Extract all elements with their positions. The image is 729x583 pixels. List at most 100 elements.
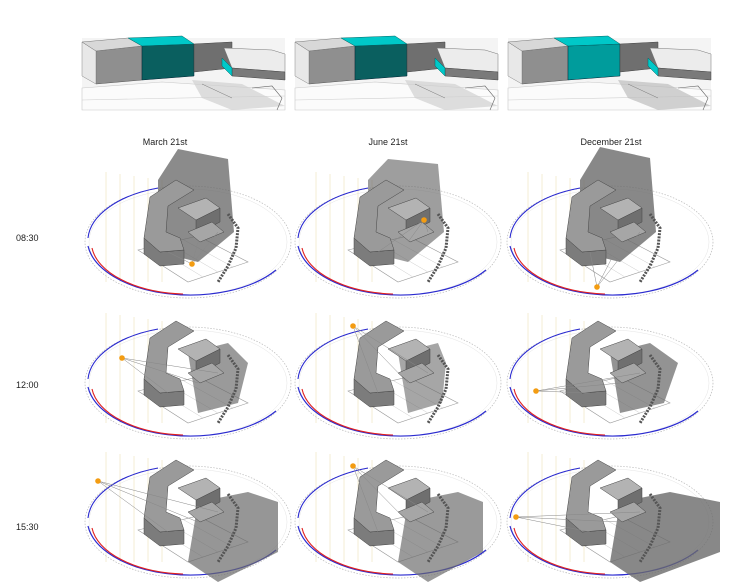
sun-path-blue-upper <box>297 467 369 519</box>
sun-path-blue-upper <box>509 328 581 380</box>
building-third-roof <box>187 221 225 243</box>
sun-study-cell-r3-c3 <box>506 452 720 582</box>
ground-shadow <box>618 80 711 110</box>
ramp-line <box>201 83 233 99</box>
column-label-march: March 21st <box>142 137 188 147</box>
building-third-roof <box>397 501 435 523</box>
sun-marker <box>533 388 539 394</box>
ramp-edge <box>677 85 709 111</box>
curved-wall <box>216 213 240 283</box>
ramp-edge <box>464 85 496 111</box>
sun-ray <box>515 516 621 523</box>
sun-study-cell-r3-c2 <box>294 452 502 582</box>
sun-ray <box>191 231 219 265</box>
sun-path-red <box>301 247 394 295</box>
building-main-roof <box>353 320 405 394</box>
building-main-roof <box>353 179 405 253</box>
building-main-roof <box>143 459 195 533</box>
sun-ray <box>352 325 429 374</box>
building-secondary-roof <box>387 197 431 221</box>
cyan-strip <box>647 57 659 77</box>
sun-marker <box>350 323 356 329</box>
curved-wall <box>638 493 662 563</box>
building-third-roof <box>187 362 225 384</box>
sun-study-cell-r2-c1 <box>84 313 292 440</box>
sun-ray <box>535 372 641 392</box>
ground-shadow <box>405 80 498 110</box>
sun-path-blue-upper <box>87 187 159 239</box>
building-main-roof <box>565 179 617 253</box>
sun-path-blue-upper <box>509 467 581 519</box>
sun-ray <box>352 325 379 394</box>
sun-path-blue-upper <box>87 328 159 380</box>
sun-ray <box>352 325 409 384</box>
perspective-render-3 <box>507 35 712 111</box>
sun-path-blue <box>509 245 699 296</box>
row-label-1530: 15:30 <box>16 522 39 532</box>
building-secondary-roof <box>599 477 643 501</box>
sun-marker <box>513 514 519 520</box>
sun-path-red <box>91 388 184 436</box>
compass-ellipse <box>294 465 502 579</box>
right-block-top <box>223 47 286 73</box>
sun-ray <box>596 231 641 288</box>
perspective-render-1 <box>81 35 286 111</box>
sun-path-grid <box>84 147 720 582</box>
sun-study-cell-r3-c1 <box>84 452 292 582</box>
building-third-roof <box>187 501 225 523</box>
sun-path-red <box>91 527 184 575</box>
sun-path-blue <box>297 245 487 296</box>
building-main-roof <box>565 320 617 394</box>
column-label-june: June 21st <box>368 137 408 147</box>
building-secondary-roof <box>599 197 643 221</box>
sun-ray <box>121 357 219 374</box>
sun-study-cell-r2-c3 <box>506 313 714 440</box>
sun-path-blue-upper <box>297 187 369 239</box>
sun-path-blue <box>87 245 277 296</box>
compass-ellipse <box>294 326 502 440</box>
sun-study-cell-r1-c3 <box>506 147 714 299</box>
sun-path-red <box>91 247 184 295</box>
left-block <box>521 45 569 85</box>
sun-ray <box>535 382 621 392</box>
sun-study-cell-r2-c2 <box>294 313 502 440</box>
sun-ray <box>121 357 199 384</box>
sun-marker <box>189 261 195 267</box>
compass-ellipse <box>506 326 714 440</box>
sun-path-blue-upper <box>297 328 369 380</box>
sun-ray <box>407 219 425 243</box>
sun-path-blue <box>297 525 487 576</box>
sun-marker <box>350 463 356 469</box>
column-label-december: December 21st <box>580 137 642 147</box>
left-block <box>308 45 356 85</box>
sun-ray <box>535 390 591 394</box>
sun-path-blue <box>509 386 699 437</box>
curved-wall <box>638 354 662 424</box>
building-secondary-roof <box>387 477 431 501</box>
building-third-roof <box>609 501 647 523</box>
sun-marker <box>95 478 101 484</box>
cyan-block-face <box>354 43 408 81</box>
ramp-line <box>414 83 446 99</box>
sun-ray <box>121 357 169 394</box>
sun-ray <box>589 251 598 288</box>
compass-ellipse <box>84 326 292 440</box>
curved-wall <box>426 213 450 283</box>
curved-wall <box>426 493 450 563</box>
curved-wall <box>216 354 240 424</box>
building-secondary-roof <box>599 338 643 362</box>
sun-ray <box>167 251 193 265</box>
building-secondary-roof <box>387 338 431 362</box>
sun-path-red <box>513 388 606 436</box>
sun-ray <box>97 480 199 523</box>
row-label-0830: 08:30 <box>16 233 39 243</box>
building-main-roof <box>565 459 617 533</box>
sun-path-red <box>301 388 394 436</box>
perspective-render-2 <box>294 35 499 111</box>
sun-path-blue-upper <box>87 467 159 519</box>
cyan-strip <box>434 57 446 77</box>
sun-ray <box>596 241 621 288</box>
sun-ray <box>515 516 591 533</box>
sun-marker <box>594 284 600 290</box>
